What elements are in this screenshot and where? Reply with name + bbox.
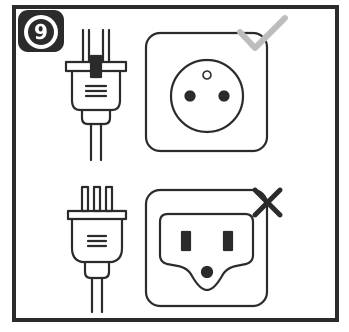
type-b-socket-icon bbox=[146, 190, 267, 306]
step-badge: 9 bbox=[18, 10, 64, 52]
step-number: 9 bbox=[34, 20, 48, 44]
frame-border bbox=[14, 7, 337, 320]
two-pin-plug-icon bbox=[66, 30, 126, 160]
three-pin-plug-icon bbox=[68, 187, 126, 312]
type-e-socket-icon bbox=[146, 33, 267, 151]
